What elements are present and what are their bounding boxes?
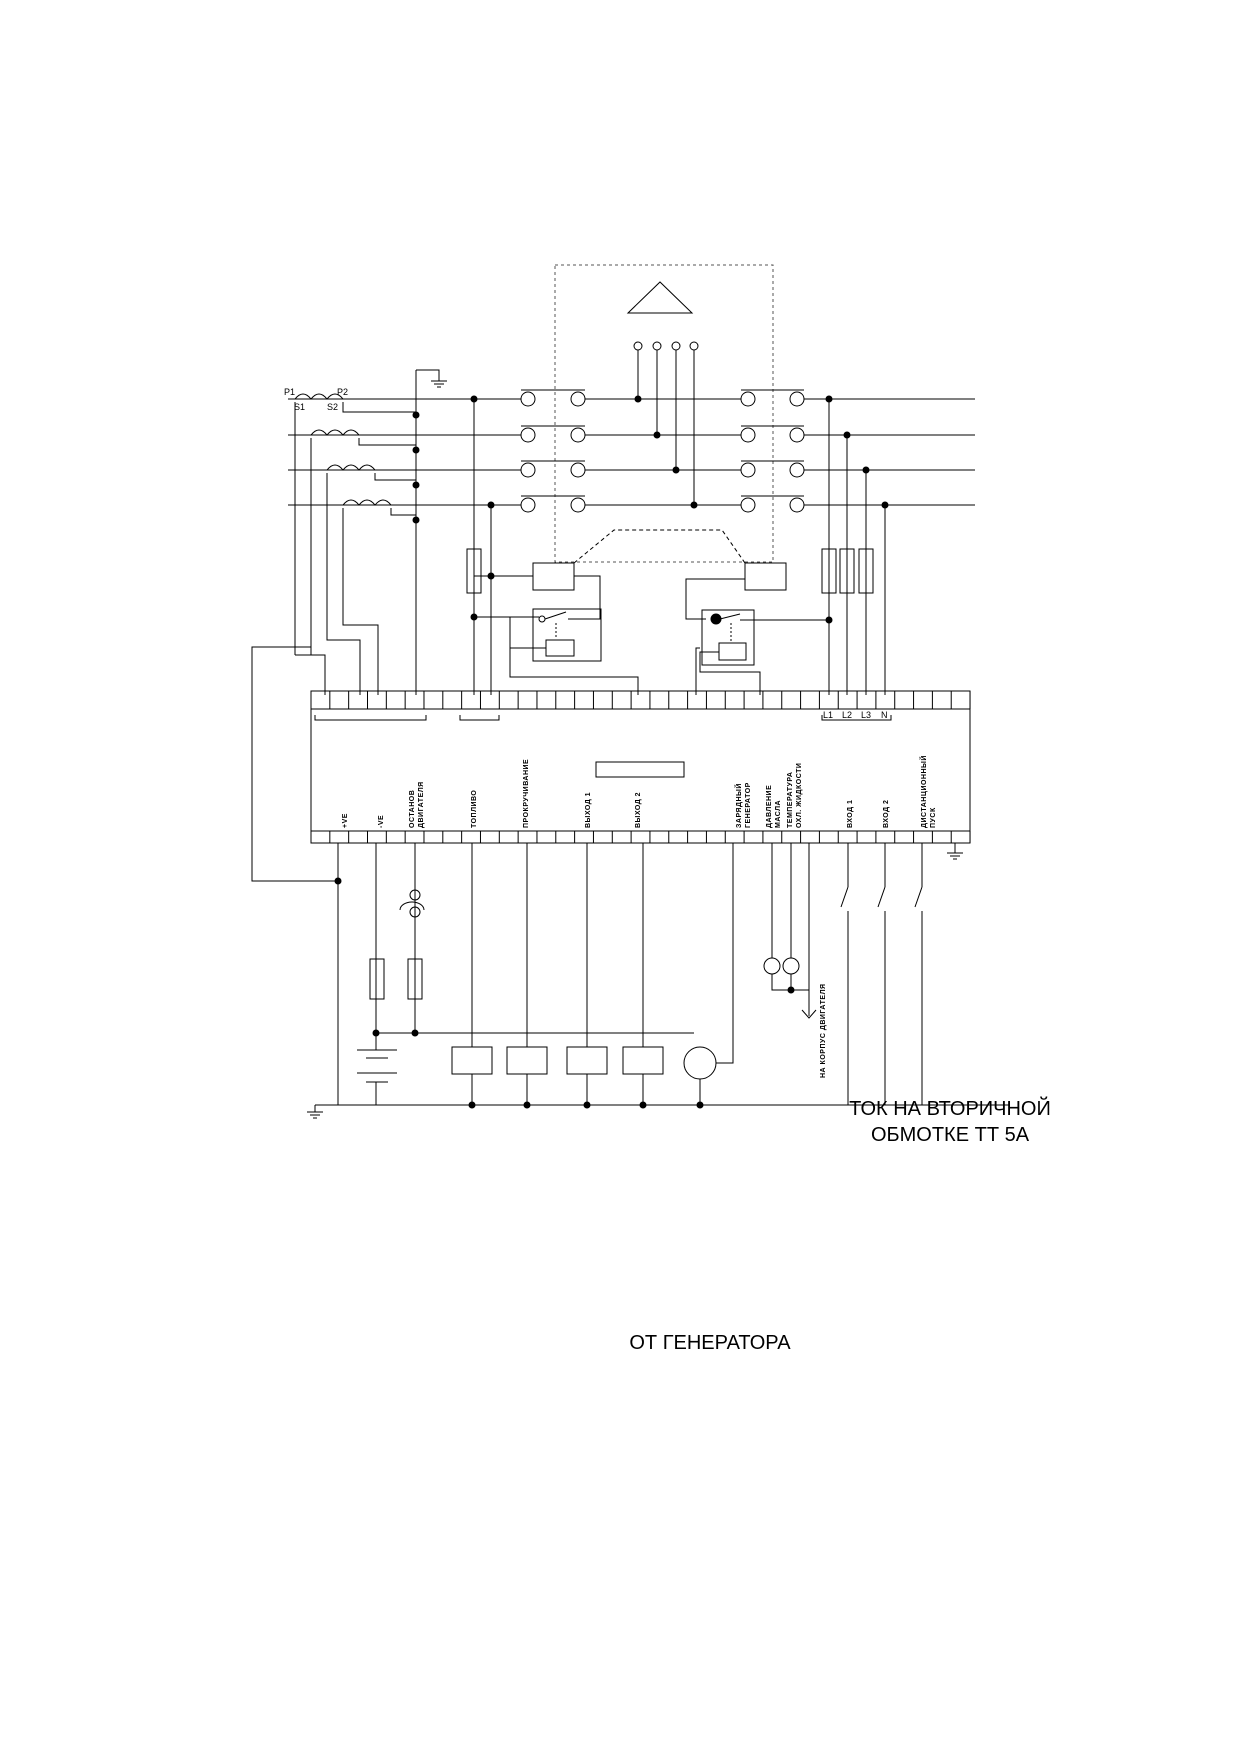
terminal-label-input2: ВХОД 2 [883, 800, 890, 828]
bottom-terminal-strip [310, 831, 971, 843]
terminal-label-output2: ВЫХОД 2 [635, 792, 642, 828]
terminal-label-oil-pressure: МАСЛА [775, 800, 782, 828]
ct-label-p2: P2 [337, 387, 348, 397]
terminal-label-charge-gen: ГЕНЕРАТОР [745, 782, 752, 828]
phase-label-l3: L3 [861, 710, 871, 720]
battery [357, 1033, 397, 1105]
junction-dots [334, 395, 889, 1109]
generator-contactor [740, 389, 805, 513]
terminal-label-remote-start: ДИСТАНЦИОННЫЙ [919, 755, 928, 828]
terminal-label-input1: ВХОД 1 [847, 800, 854, 828]
generator-relay [701, 609, 755, 666]
current-transformers [294, 393, 417, 695]
fuse-plus [369, 958, 385, 1000]
coolant-temp-sensor [782, 957, 800, 975]
terminal-label-oil-pressure: ДАВЛЕНИЕ [766, 785, 773, 828]
mains-contactor [520, 389, 586, 513]
ct-secondary-caption: ТОК НА ВТОРИЧНОЙ ОБМОТКЕ ТТ 5А [800, 1096, 1100, 1148]
ct-secondary-caption-line1: ТОК НА ВТОРИЧНОЙ [849, 1098, 1051, 1120]
ground-icon [431, 380, 447, 388]
output-relays [451, 1046, 664, 1075]
phase-label-l2: L2 [842, 710, 852, 720]
ct-label-s1: S1 [294, 402, 305, 412]
terminal-label-coolant-temp: ТЕМПЕРАТУРА [787, 772, 794, 828]
ct-label-p1: P1 [284, 387, 295, 397]
terminal-label-charge-gen: ЗАРЯДНЫЙ [734, 783, 743, 828]
engine-ground-label: НА КОРПУС ДВИГАТЕЛЯ [820, 983, 827, 1078]
terminal-label-engine-stop: ОСТАНОВ [409, 790, 416, 828]
top-terminal-strip [310, 691, 971, 709]
fuse-stop [407, 958, 423, 1000]
ground-icon [307, 1111, 323, 1119]
input-switches [840, 843, 923, 1105]
terminal-label-crank: ПРОКРУЧИВАНИЕ [523, 759, 530, 828]
terminal-label-plus-ve: +VE [342, 813, 349, 828]
terminal-label-remote-start: ПУСК [930, 807, 937, 828]
charge-alternator [683, 1046, 717, 1080]
terminal-label-engine-stop: ДВИГАТЕЛЯ [418, 781, 425, 828]
mains-contactor-coil [532, 562, 575, 591]
generator-contactor-coil [744, 562, 787, 591]
generator-enclosure [554, 264, 774, 563]
oil-pressure-sensor [763, 957, 781, 975]
ground-icon [947, 852, 963, 860]
phase-label-n: N [881, 710, 888, 720]
from-generator-caption: ОТ ГЕНЕРАТОРА [629, 1332, 791, 1354]
terminal-label-minus-ve: -VE [378, 815, 385, 828]
mains-relay [532, 608, 602, 662]
phase-label-l1: L1 [823, 710, 833, 720]
interlock-link [573, 529, 746, 564]
emergency-stop [399, 889, 425, 918]
controller-module [310, 690, 971, 844]
fuse-mains [466, 548, 482, 594]
ct-secondary-caption-line2: ОБМОТКЕ ТТ 5А [870, 1124, 1030, 1146]
controller-display [595, 761, 685, 778]
terminal-label-output1: ВЫХОД 1 [585, 792, 592, 828]
mains-bus [288, 398, 521, 506]
generator-terminals [633, 341, 699, 505]
generator-symbol [626, 281, 694, 314]
terminal-label-fuel: ТОПЛИВО [471, 790, 478, 828]
terminal-label-coolant-temp: ОХЛ. ЖИДКОСТИ [796, 763, 803, 828]
ct-label-s2: S2 [327, 402, 338, 412]
